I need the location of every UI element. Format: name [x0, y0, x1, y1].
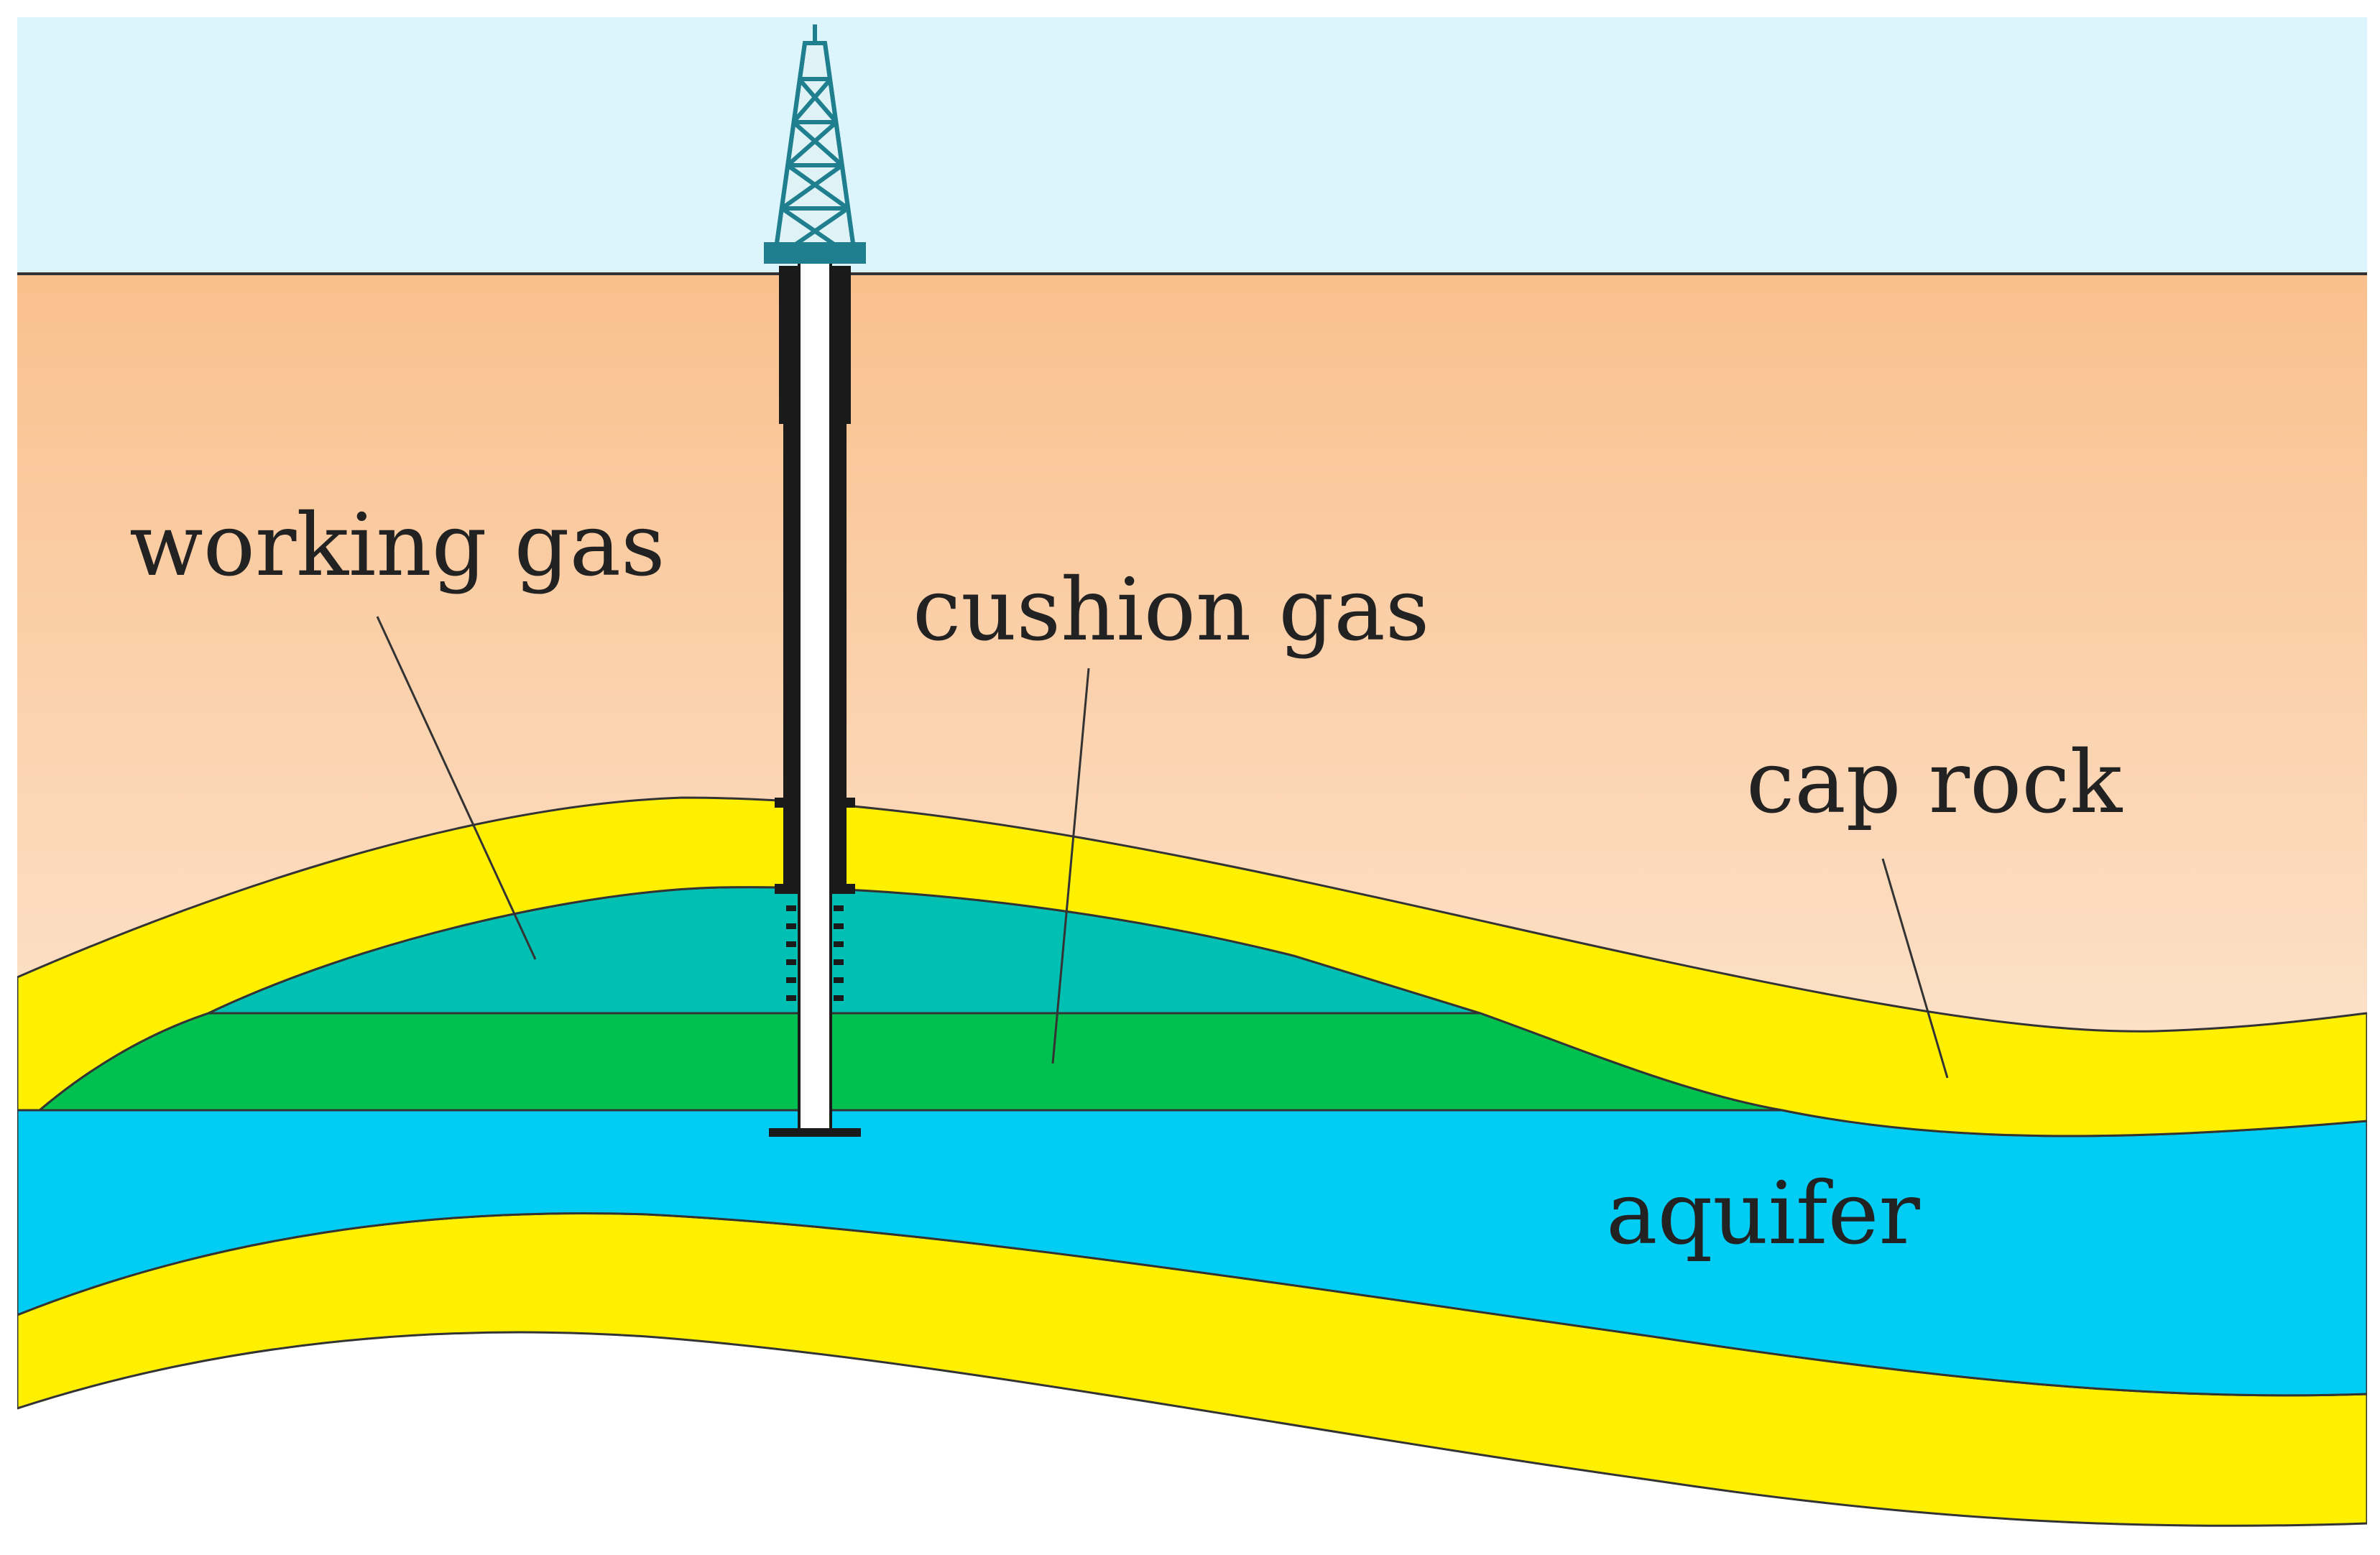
deep-ground	[17, 1332, 2367, 1541]
aquifer-label: aquifer	[1606, 1164, 1920, 1264]
cap-rock-layer	[17, 796, 2367, 1138]
drilling-rig-icon	[764, 24, 866, 264]
well	[769, 257, 861, 1137]
working-gas-label: working gas	[129, 496, 665, 596]
working-gas-leader	[376, 616, 537, 960]
cushion-gas-leader	[1051, 668, 1090, 1064]
cap-rock-leader	[1881, 858, 1949, 1079]
well-tubing	[798, 257, 832, 1133]
sky	[17, 17, 2367, 274]
cap-rock-label: cap rock	[1746, 733, 2123, 833]
cushion-gas-label: cushion gas	[913, 560, 1429, 660]
well-perforations	[786, 905, 844, 1001]
